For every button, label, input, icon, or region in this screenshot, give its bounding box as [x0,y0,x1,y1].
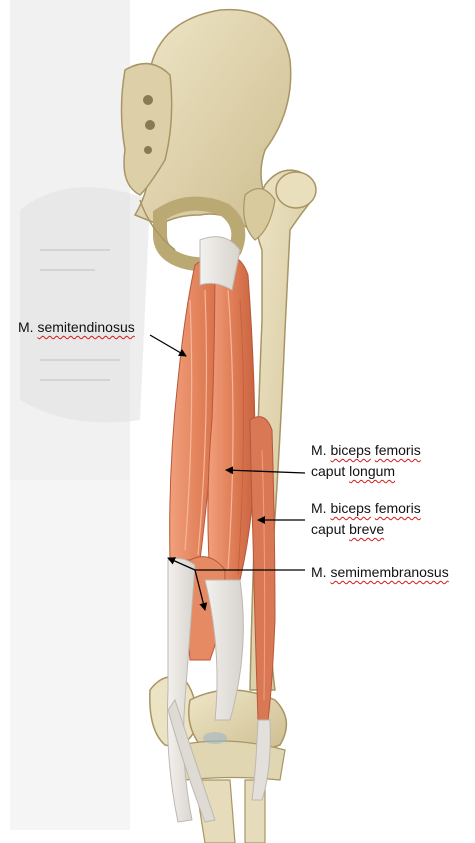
label-line-2: caput longum [311,461,421,482]
label-term: femoris [375,442,421,458]
label-line-1: M. biceps femoris [311,440,421,461]
label-prefix: M. [311,564,330,580]
label-term: caput [311,521,345,537]
label-term: longum [349,463,395,479]
label-line-2: caput breve [311,519,421,540]
label-semitendinosus: M. semitendinosus [18,317,135,338]
label-term: biceps [330,442,370,458]
label-term: breve [349,521,384,537]
label-prefix: M. [311,442,330,458]
label-prefix: M. [18,319,37,335]
label-term: caput [311,463,345,479]
label-line-1: M. biceps femoris [311,498,421,519]
label-term: semimembranosus [330,564,448,580]
label-prefix: M. [311,500,330,516]
label-biceps-femoris-caput-longum: M. biceps femoris caput longum [311,440,421,482]
label-term: femoris [375,500,421,516]
arrow-icon [150,335,186,356]
label-semimembranosus: M. semimembranosus [311,562,449,583]
label-term: biceps [330,500,370,516]
label-term: semitendinosus [37,319,134,335]
label-biceps-femoris-caput-breve: M. biceps femoris caput breve [311,498,421,540]
